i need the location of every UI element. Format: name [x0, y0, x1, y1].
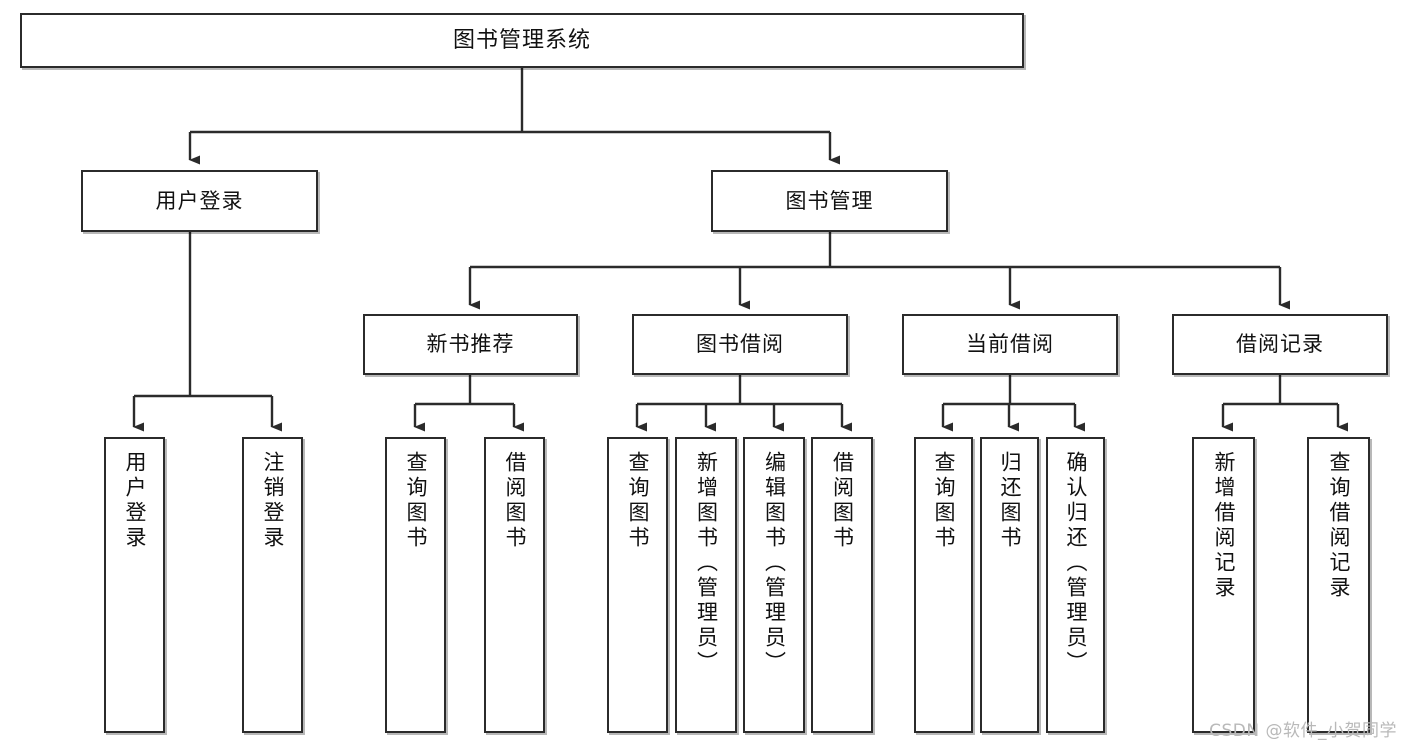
node-label: 当前借阅	[966, 332, 1054, 357]
node-book-management[interactable]: 图书管理	[711, 170, 948, 232]
node-label: 新增图书（管理员）	[694, 451, 719, 676]
node-label: 编辑图书（管理员）	[762, 451, 787, 676]
leaf-search-book-current[interactable]: 查询图书	[914, 437, 973, 733]
node-label: 注销登录	[261, 451, 285, 551]
node-book-borrow[interactable]: 图书借阅	[632, 314, 848, 375]
node-label: 查询图书	[626, 451, 650, 551]
node-label: 新增借阅记录	[1212, 451, 1236, 601]
leaf-confirm-return-admin[interactable]: 确认归还（管理员）	[1046, 437, 1105, 733]
node-label: 用户登录	[123, 451, 147, 551]
leaf-add-book-admin[interactable]: 新增图书（管理员）	[675, 437, 737, 733]
node-label: 确认归还（管理员）	[1064, 451, 1088, 676]
leaf-search-borrow-record[interactable]: 查询借阅记录	[1307, 437, 1370, 733]
node-label: 借阅图书	[830, 451, 855, 551]
node-label: 图书借阅	[696, 332, 784, 357]
leaf-return-book[interactable]: 归还图书	[980, 437, 1039, 733]
node-label: 图书管理系统	[452, 27, 591, 53]
node-label: 查询图书	[404, 451, 428, 551]
leaf-search-book-borrow[interactable]: 查询图书	[607, 437, 668, 733]
node-label: 用户登录	[155, 188, 244, 213]
node-label: 查询图书	[932, 451, 956, 551]
node-label: 借阅图书	[503, 451, 527, 551]
node-book-management-system[interactable]: 图书管理系统	[20, 13, 1024, 68]
leaf-add-borrow-record[interactable]: 新增借阅记录	[1192, 437, 1255, 733]
node-label: 图书管理	[785, 188, 874, 213]
node-current-borrow[interactable]: 当前借阅	[902, 314, 1118, 375]
leaf-edit-book-admin[interactable]: 编辑图书（管理员）	[743, 437, 805, 733]
node-label: 新书推荐	[426, 332, 515, 357]
node-label: 查询借阅记录	[1327, 451, 1351, 601]
leaf-borrow-book-recommend[interactable]: 借阅图书	[484, 437, 545, 733]
leaf-borrow-book[interactable]: 借阅图书	[811, 437, 873, 733]
leaf-search-book-recommend[interactable]: 查询图书	[385, 437, 446, 733]
node-borrow-record[interactable]: 借阅记录	[1172, 314, 1388, 375]
node-new-book-recommend[interactable]: 新书推荐	[363, 314, 578, 375]
node-label: 归还图书	[998, 451, 1022, 551]
watermark: CSDN @软件_小贺同学	[1209, 721, 1397, 741]
node-label: 借阅记录	[1236, 332, 1324, 357]
node-user-login[interactable]: 用户登录	[81, 170, 318, 232]
leaf-user-login[interactable]: 用户登录	[104, 437, 165, 733]
leaf-logout[interactable]: 注销登录	[242, 437, 303, 733]
